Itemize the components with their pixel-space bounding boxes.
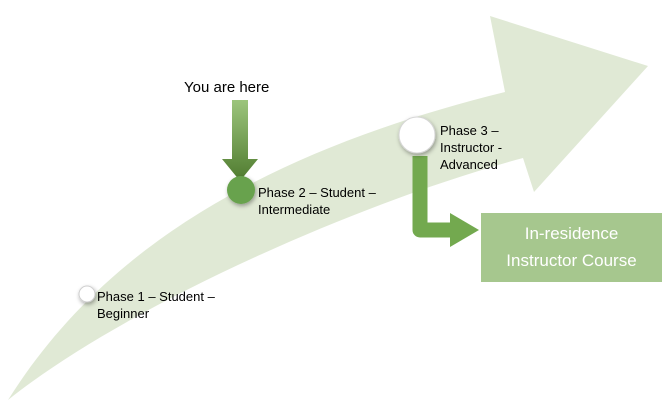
you-are-here-label: You are here [184,79,270,96]
elbow-connector-arrowhead [450,213,479,247]
growth-swoosh-arrow [8,16,648,400]
phase-1-label: Phase 1 – Student – Beginner [97,289,215,321]
course-box-label: In-residence Instructor Course [506,224,637,270]
elbow-connector-arrow [412,156,450,238]
phase-3-marker [398,116,436,154]
phase-3-label: Phase 3 – Instructor - Advanced [440,123,503,172]
you-are-here-down-arrow [222,100,258,181]
phase-1-marker [78,285,96,303]
phase-2-label: Phase 2 – Student – Intermediate [258,185,376,217]
phase-2-marker [227,176,255,204]
course-box: In-residence Instructor Course [481,213,662,282]
